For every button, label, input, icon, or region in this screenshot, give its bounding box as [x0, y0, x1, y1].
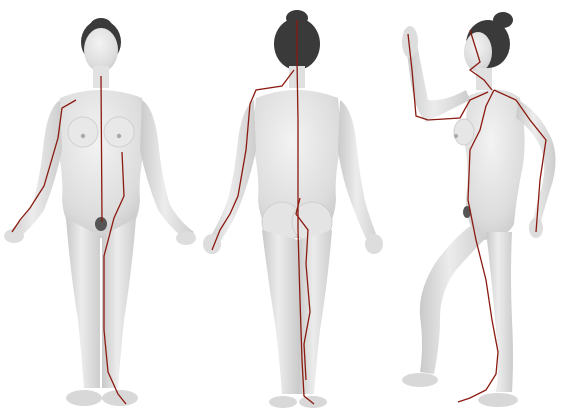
nipple-right [117, 134, 121, 138]
torso-side [464, 89, 525, 240]
foot-right [102, 390, 138, 406]
side-figure [402, 12, 556, 407]
leg-standing [486, 232, 513, 392]
leg-left [262, 230, 298, 394]
foot-left [66, 390, 102, 406]
breast-right [104, 117, 134, 147]
foot-left [269, 396, 297, 408]
arm-right [338, 100, 380, 250]
foot-bent [402, 373, 438, 387]
breast-left [68, 117, 98, 147]
nipple-left [81, 134, 85, 138]
arm-left [8, 100, 62, 240]
face [84, 28, 118, 72]
leg-left [66, 218, 100, 388]
hand-left [203, 234, 221, 254]
pubic-hair [95, 217, 107, 231]
breast [454, 119, 474, 145]
front-figure [4, 18, 196, 406]
hand-right [176, 231, 196, 245]
hand-left [4, 229, 24, 243]
arm-right [140, 100, 194, 240]
face [464, 32, 492, 72]
foot-standing [478, 393, 518, 407]
hand-right [365, 234, 383, 254]
back-figure [203, 10, 383, 408]
nipple [454, 134, 458, 138]
leg-bent [420, 226, 486, 374]
foot-right [299, 396, 327, 408]
